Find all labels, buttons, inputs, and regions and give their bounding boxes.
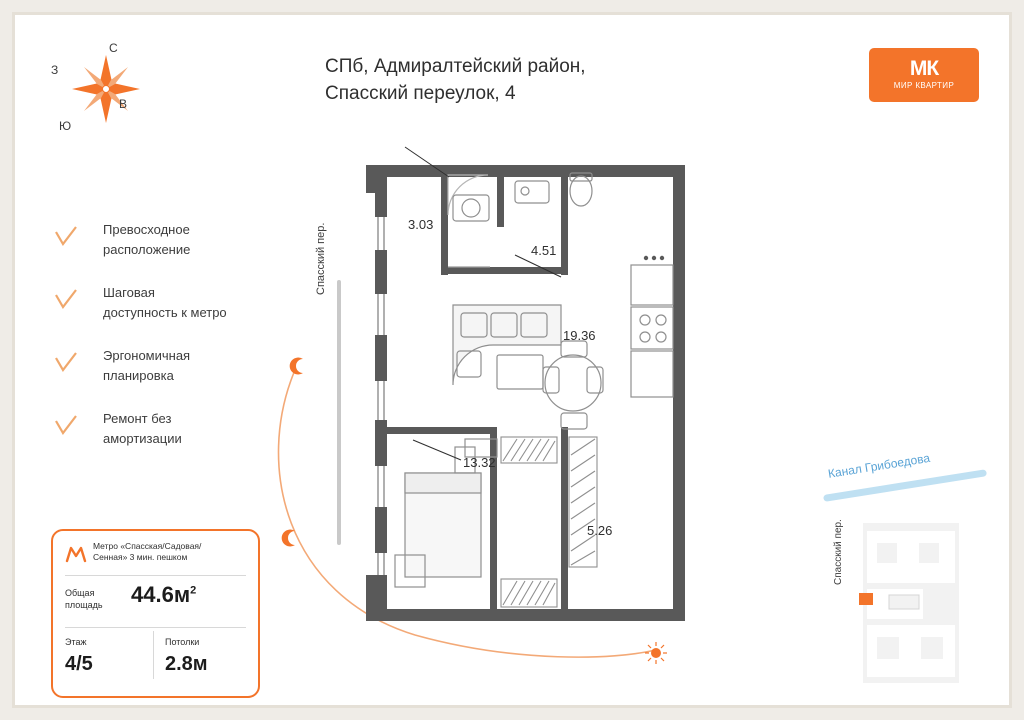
check-icon bbox=[55, 415, 77, 437]
metro-text-line2: Сенная» 3 мин. пешком bbox=[93, 552, 188, 562]
compass-label-east: В bbox=[119, 97, 128, 111]
total-area-row: Общая площадь 44.6м2 bbox=[53, 579, 258, 626]
compass-rose: С З В Ю bbox=[51, 41, 161, 141]
check-icon bbox=[55, 289, 77, 311]
feature-text: Эргономичная планировка bbox=[103, 346, 283, 386]
room-area-living: 19.36 bbox=[563, 328, 596, 343]
card-divider bbox=[65, 627, 246, 628]
feature-text-line1: Ремонт без bbox=[103, 411, 172, 426]
floor-plan: 3.03 4.51 19.36 13.32 5.26 bbox=[365, 146, 695, 630]
feature-item: Эргономичная планировка bbox=[55, 346, 275, 409]
street-label-mini: Спасский пер. bbox=[833, 519, 844, 585]
room-area-hallway: 3.03 bbox=[408, 217, 434, 232]
check-icon bbox=[55, 352, 77, 374]
poster-frame: С З В Ю СПб, Адмиралтейский район, Спасс… bbox=[12, 12, 1012, 708]
brand-logo[interactable]: МК МИР КВАРТИР bbox=[869, 48, 979, 102]
feature-text-line1: Превосходное bbox=[103, 222, 190, 237]
floor-value: 4/5 bbox=[65, 653, 93, 675]
page-title: СПб, Адмиралтейский район, Спасский пере… bbox=[325, 53, 745, 107]
feature-item: Ремонт без амортизации bbox=[55, 409, 275, 472]
kitchen-fixtures bbox=[630, 255, 674, 398]
feature-text: Превосходное расположение bbox=[103, 220, 283, 260]
feature-text: Шаговая доступность к метро bbox=[103, 283, 283, 323]
feature-item: Шаговая доступность к метро bbox=[55, 283, 275, 346]
logo-text: МИР КВАРТИР bbox=[893, 81, 955, 90]
plan-doors bbox=[447, 174, 490, 268]
metro-row: Метро «Спасская/Садовая/ Сенная» 3 мин. … bbox=[53, 531, 258, 573]
room-area-bedroom: 13.32 bbox=[463, 455, 496, 470]
plan-walls bbox=[366, 165, 685, 621]
route-arc bbox=[277, 369, 656, 658]
summary-card: Метро «Спасская/Садовая/ Сенная» 3 мин. … bbox=[51, 529, 260, 698]
living-furniture bbox=[452, 304, 604, 430]
compass-label-north: С bbox=[109, 41, 118, 55]
feature-text-line1: Шаговая bbox=[103, 285, 155, 300]
feature-text-line2: расположение bbox=[103, 242, 191, 257]
feature-text-line2: амортизации bbox=[103, 431, 182, 446]
street-label-main: Спасский пер. bbox=[315, 222, 327, 295]
total-area-unit: 2 bbox=[190, 584, 197, 597]
feature-text: Ремонт без амортизации bbox=[103, 409, 283, 449]
compass-label-west: З bbox=[51, 63, 59, 77]
title-line-1: СПб, Адмиралтейский район, bbox=[325, 56, 586, 77]
ceiling-value: 2.8м bbox=[165, 653, 208, 675]
feature-text-line2: доступность к метро bbox=[103, 305, 227, 320]
compass-label-south: Ю bbox=[59, 119, 72, 133]
bedroom-furniture bbox=[394, 438, 498, 588]
metro-text: Метро «Спасская/Садовая/ Сенная» 3 мин. … bbox=[93, 541, 248, 563]
metro-text-line1: Метро «Спасская/Садовая/ bbox=[93, 541, 202, 551]
arc-marker-top bbox=[289, 357, 305, 375]
metro-icon bbox=[64, 542, 88, 566]
features-list: Превосходное расположение Шаговая доступ… bbox=[55, 220, 275, 472]
total-area-label-line1: Общая bbox=[65, 588, 95, 598]
mini-map bbox=[859, 523, 959, 683]
arc-marker-bottom bbox=[281, 529, 297, 547]
total-area-number: 44.6м bbox=[131, 582, 191, 607]
title-line-2: Спасский переулок, 4 bbox=[325, 83, 516, 104]
feature-text-line1: Эргономичная bbox=[103, 348, 191, 363]
logo-mark: МК bbox=[909, 57, 939, 80]
room-area-second: 5.26 bbox=[587, 523, 613, 538]
sun-icon bbox=[645, 642, 667, 664]
card-divider-vertical bbox=[153, 631, 154, 679]
floor-label: Этаж bbox=[65, 637, 87, 647]
room-area-bathroom: 4.51 bbox=[531, 243, 557, 258]
bathroom-fixtures bbox=[452, 172, 593, 222]
street-strip bbox=[337, 280, 341, 545]
leader-lines bbox=[404, 146, 562, 461]
canal-label: Канал Грибоедова bbox=[827, 450, 931, 481]
card-divider bbox=[65, 575, 246, 576]
feature-item: Превосходное расположение bbox=[55, 220, 275, 283]
feature-text-line2: планировка bbox=[103, 368, 174, 383]
total-area-label: Общая площадь bbox=[65, 587, 123, 611]
check-icon bbox=[55, 226, 77, 248]
total-area-value: 44.6м2 bbox=[131, 582, 196, 608]
total-area-label-line2: площадь bbox=[65, 600, 103, 610]
ceiling-label: Потолки bbox=[165, 637, 200, 647]
second-room-fixtures bbox=[500, 436, 598, 608]
